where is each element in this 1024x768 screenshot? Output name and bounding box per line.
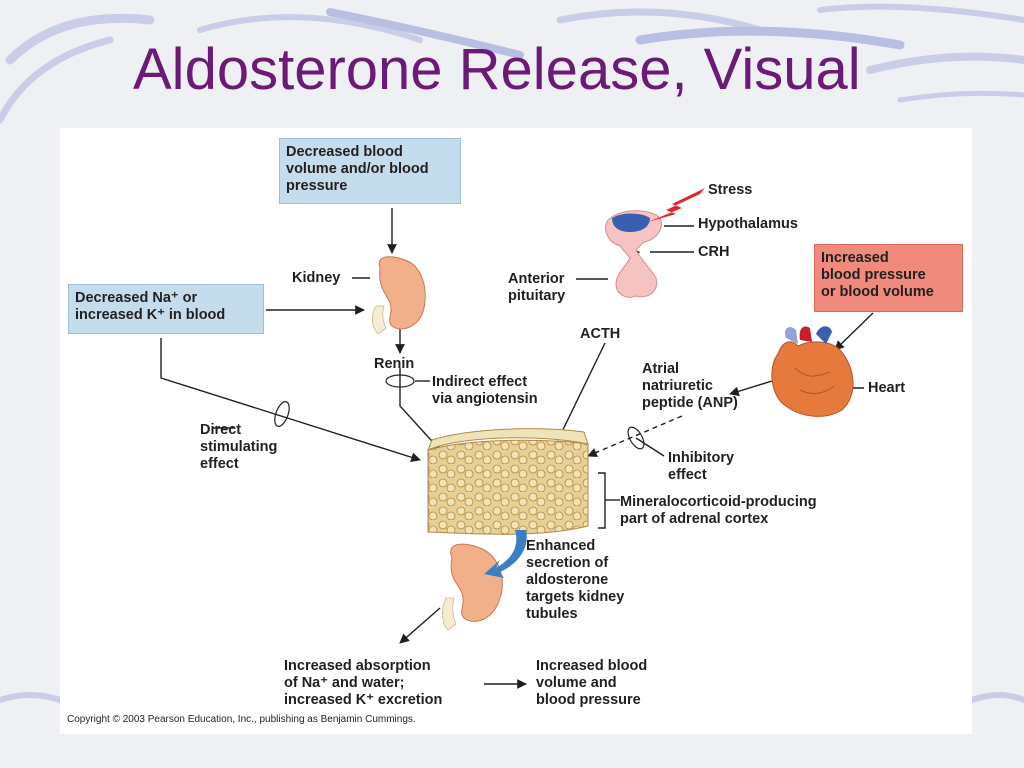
direct-effect-label: Direct stimulating effect bbox=[200, 422, 278, 472]
adrenal-cortex-label: Mineralocorticoid-producing part of adre… bbox=[620, 494, 817, 527]
na-k-box: Decreased Na⁺ or increased K⁺ in blood bbox=[68, 284, 264, 334]
increased-bp-label: Increased blood pressure or blood volume bbox=[821, 250, 934, 300]
aldosterone-diagram bbox=[160, 188, 874, 689]
arrow-kidney-to-absorption bbox=[399, 607, 441, 644]
secretion-flow-arrow bbox=[484, 530, 527, 578]
arrow-renin-to-cortex bbox=[399, 368, 441, 451]
indirect-effect-label: Indirect effect via angiotensin bbox=[432, 374, 538, 407]
arrow-acth-to-cortex bbox=[557, 342, 606, 441]
kidney-target-icon bbox=[442, 543, 503, 631]
kidney-icon bbox=[372, 256, 426, 335]
increased-bp-box: Increased blood pressure or blood volume bbox=[814, 244, 963, 312]
adrenal-cortex-icon bbox=[427, 428, 589, 535]
blood-volume-box: Decreased blood volume and/or blood pres… bbox=[279, 138, 461, 204]
stress-label: Stress bbox=[708, 182, 753, 198]
anp-label: Atrial natriuretic peptide (ANP) bbox=[642, 361, 738, 411]
arrow-direct-effect bbox=[160, 338, 421, 463]
heart-icon bbox=[771, 326, 854, 417]
slide-title: Aldosterone Release, Visual bbox=[133, 37, 861, 102]
pituitary-icon bbox=[605, 210, 662, 298]
arrow-heart-to-anp bbox=[729, 380, 773, 397]
blood-volume-label: Decreased blood volume and/or blood pres… bbox=[286, 144, 429, 194]
arrow-bp-to-heart bbox=[834, 312, 874, 351]
arrow-anp-inhibit bbox=[587, 415, 683, 458]
na-k-label: Decreased Na⁺ or increased K⁺ in blood bbox=[75, 290, 226, 323]
hypothalamus-label: Hypothalamus bbox=[698, 216, 798, 232]
diagram-panel: Decreased blood volume and/or blood pres… bbox=[60, 128, 972, 734]
increased-absorption-label: Increased absorption of Na⁺ and water; i… bbox=[284, 658, 443, 708]
inhibitory-effect-label: Inhibitory effect bbox=[668, 450, 735, 483]
increased-bv-bp-label: Increased blood volume and blood pressur… bbox=[536, 658, 648, 708]
anterior-pituitary-label: Anterior pituitary bbox=[508, 271, 566, 304]
kidney-label: Kidney bbox=[292, 270, 341, 286]
stress-bolt-icon bbox=[648, 188, 705, 222]
enhanced-secretion-label: Enhanced secretion of aldosterone target… bbox=[526, 538, 625, 622]
heart-label: Heart bbox=[868, 380, 906, 396]
acth-label: ACTH bbox=[580, 326, 621, 342]
crh-label: CRH bbox=[698, 244, 730, 260]
renin-label: Renin bbox=[374, 356, 415, 372]
copyright-notice: Copyright © 2003 Pearson Education, Inc.… bbox=[67, 714, 416, 725]
